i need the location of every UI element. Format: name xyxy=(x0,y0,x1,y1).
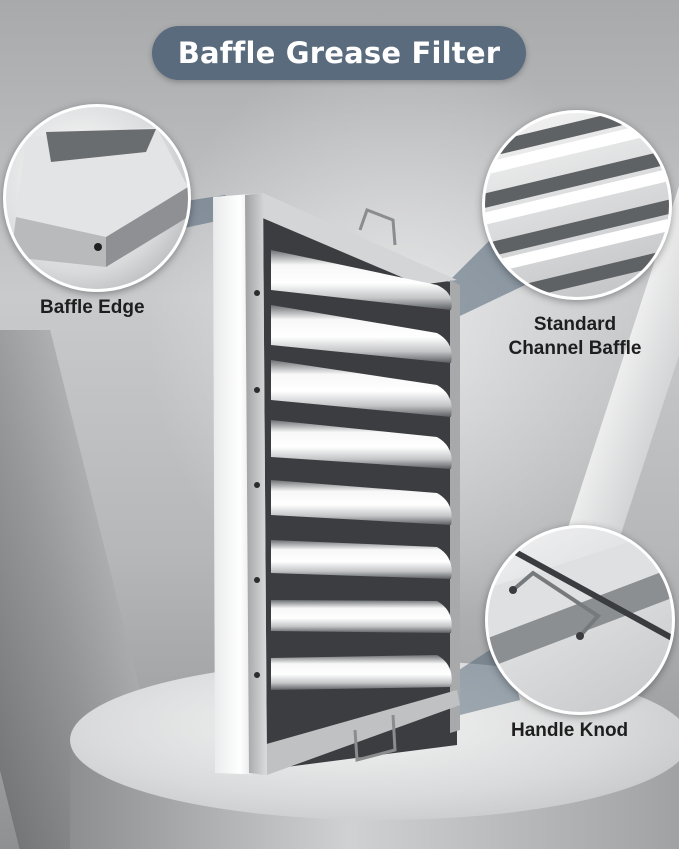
baffle-filter xyxy=(213,193,460,775)
page-title: Baffle Grease Filter xyxy=(177,36,501,70)
bottom-handle xyxy=(353,714,397,762)
callout-circle-handle xyxy=(485,525,675,715)
handle-detail xyxy=(488,528,672,668)
callout-circle-edge xyxy=(3,104,191,292)
title-badge: Baffle Grease Filter xyxy=(152,26,526,80)
label-handle-knod: Handle Knod xyxy=(511,720,629,741)
label-channel-baffle: Standard Channel Baffle xyxy=(490,313,660,361)
label-baffle-edge: Baffle Edge xyxy=(40,297,145,318)
frame-rivets xyxy=(254,290,260,678)
baffle-channels xyxy=(271,250,452,690)
label-channel-line1: Standard xyxy=(533,314,617,335)
top-handle xyxy=(358,208,397,246)
callout-circle-channel xyxy=(482,110,672,300)
channel-detail xyxy=(485,113,669,297)
edge-detail xyxy=(11,127,188,267)
label-channel-line2: Channel Baffle xyxy=(508,338,642,359)
